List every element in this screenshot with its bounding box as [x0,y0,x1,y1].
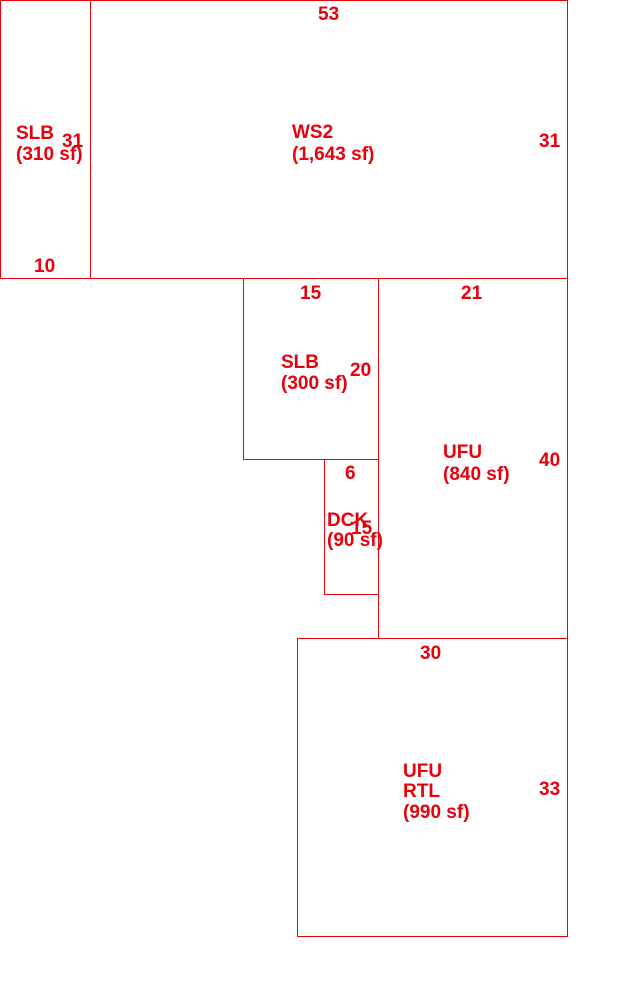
slb-left-width-dimension: 10 [34,256,55,277]
slb-left-code: SLB [16,123,54,144]
slb-mid-width-dimension: 15 [300,283,322,304]
ufu-width-dimension: 21 [461,283,483,304]
dck-area: (90 sf) [327,530,383,551]
ufu-rtl-outline [296,637,569,938]
ufu-area: (840 sf) [443,464,510,485]
slb-left-area: (310 sf) [16,144,83,165]
slb-mid-code: SLB [281,352,319,373]
ufu-height-dimension: 40 [539,450,560,471]
ufu-rtl-area: (990 sf) [403,802,470,823]
ws2-height-dimension: 31 [539,131,561,152]
ufu-rtl-height-dimension: 33 [539,779,560,800]
dck-outline [323,458,380,596]
dck-height-dimension: 15 [351,518,373,539]
ufu-rtl-width-dimension: 30 [420,643,441,664]
ufu-rtl-subcode: RTL [403,781,440,802]
dck-width-dimension: 6 [345,463,356,484]
ws2-width-dimension: 53 [318,4,339,25]
slb-left-height-dimension: 31 [62,131,84,152]
dck-code: DCK [327,510,368,531]
slb-mid-height-dimension: 20 [350,360,371,381]
ufu-code: UFU [443,442,482,463]
slb-mid-area: (300 sf) [281,373,348,394]
ws2-area: (1,643 sf) [292,144,374,165]
ws2-code: WS2 [292,122,333,143]
ufu-rtl-code: UFU [403,761,442,782]
